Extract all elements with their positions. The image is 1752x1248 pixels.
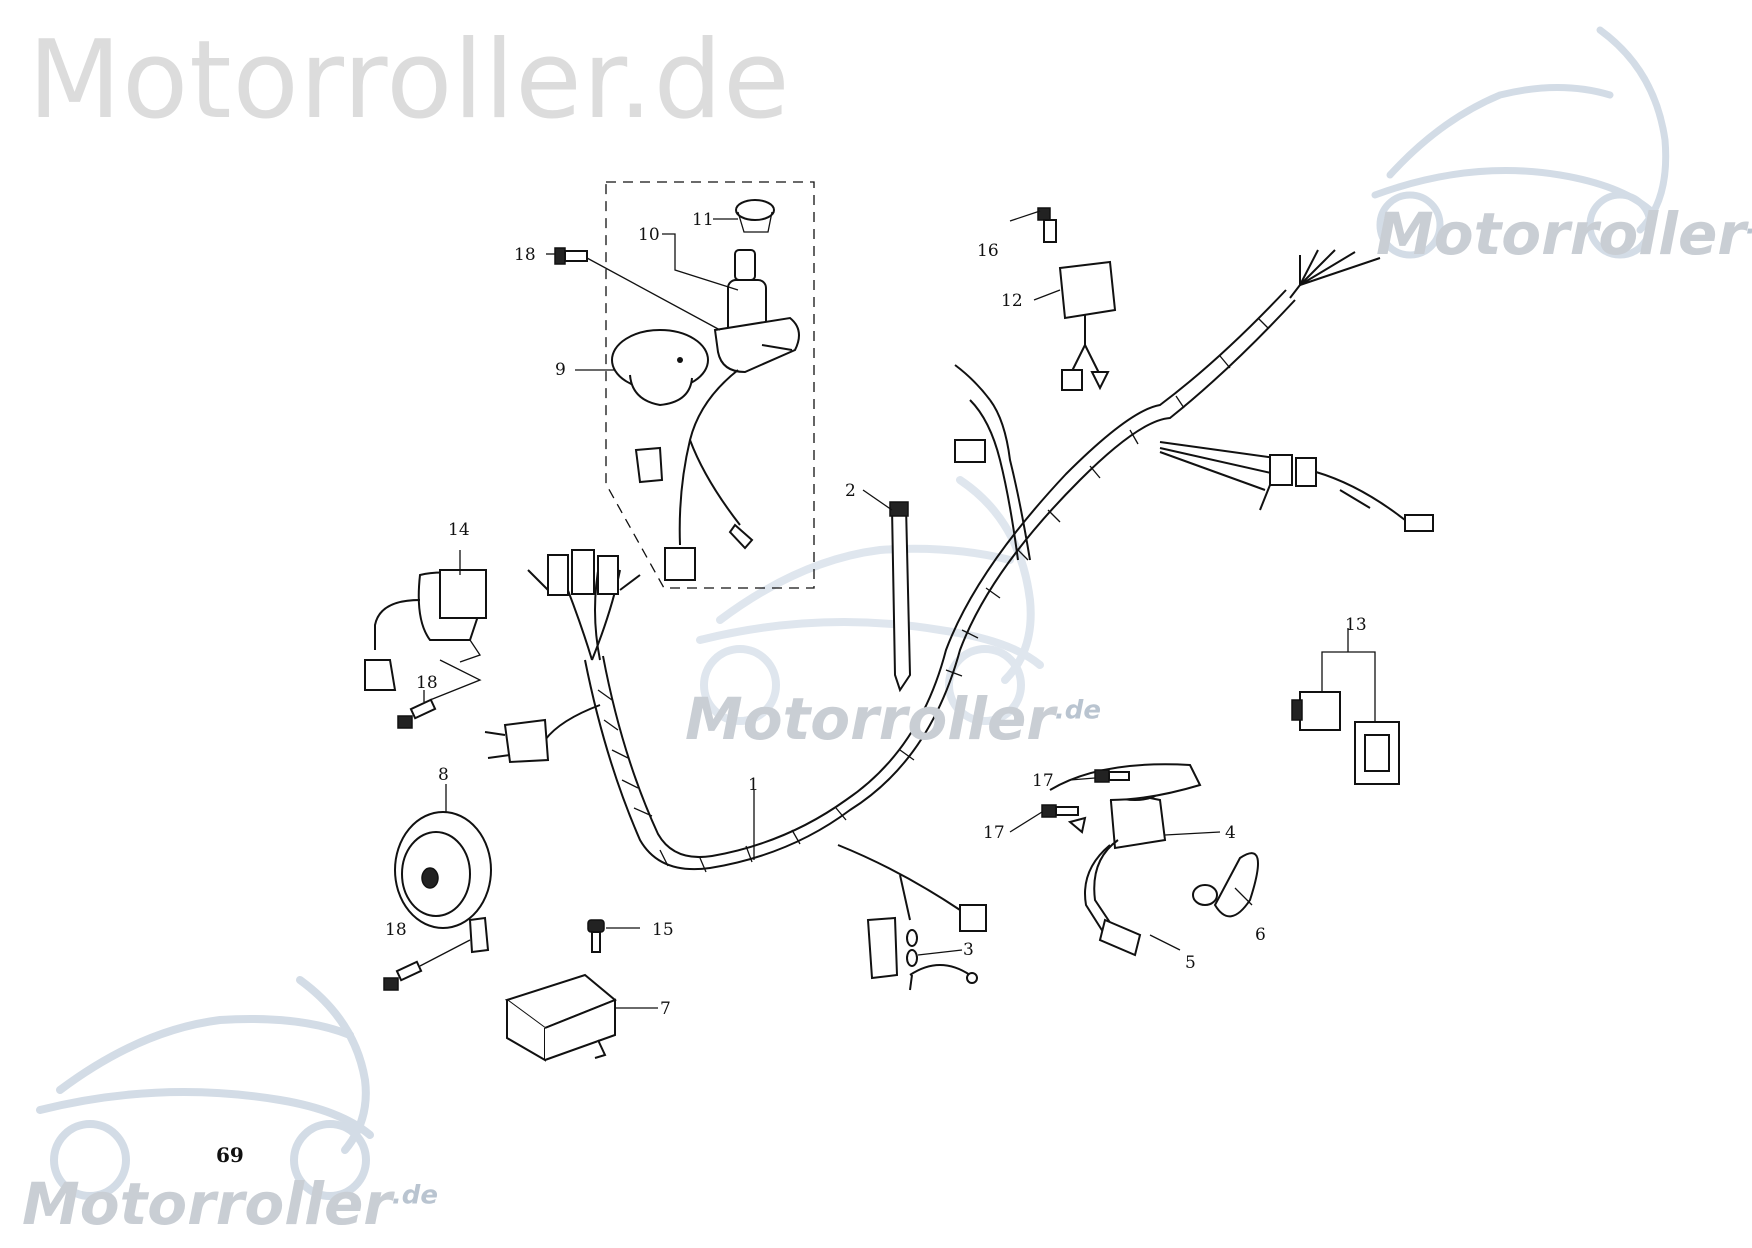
callout-15: 15 <box>652 920 674 940</box>
scooter-watermark-icon <box>696 476 1044 725</box>
watermark-small-top-right: Motorroller.de <box>1376 200 1752 268</box>
watermark-text: Motorroller <box>685 685 1055 753</box>
callout-18-left: 18 <box>416 673 438 693</box>
watermark-suffix: .de <box>1746 211 1752 241</box>
callout-12: 12 <box>1001 291 1023 311</box>
callout-10: 10 <box>638 225 660 245</box>
callout-16: 16 <box>977 241 999 261</box>
screw-icon <box>554 247 588 265</box>
watermark-large: Motorroller.de <box>28 18 791 143</box>
scooter-watermark-icon <box>1371 26 1670 259</box>
screw-icon <box>1094 769 1130 783</box>
callout-13: 13 <box>1345 615 1367 635</box>
callout-1: 1 <box>748 775 759 795</box>
callout-17-upper: 17 <box>1032 771 1054 791</box>
callout-17-lower: 17 <box>983 823 1005 843</box>
watermark-suffix: .de <box>391 1180 439 1211</box>
callout-18-ignition: 18 <box>514 245 536 265</box>
screw-icon <box>1041 804 1079 818</box>
screw-icon <box>397 698 437 729</box>
screw-icon <box>587 919 605 953</box>
callout-6: 6 <box>1255 925 1266 945</box>
callout-8: 8 <box>438 765 449 785</box>
watermark-text: Motorroller <box>22 1170 392 1238</box>
watermark-suffix: .de <box>1054 695 1102 726</box>
scooter-watermark-icon <box>36 976 374 1200</box>
callout-9: 9 <box>555 360 566 380</box>
callout-3: 3 <box>963 940 974 960</box>
callout-11: 11 <box>692 210 714 230</box>
callout-2: 2 <box>845 481 856 501</box>
watermark-text: Motorroller <box>1376 200 1746 268</box>
callout-5: 5 <box>1185 953 1196 973</box>
page-number: 69 <box>216 1143 244 1167</box>
callout-18-horn: 18 <box>385 920 407 940</box>
watermark-small-bottom-left: Motorroller.de <box>22 1170 438 1238</box>
callout-4: 4 <box>1225 823 1236 843</box>
callout-14: 14 <box>448 520 470 540</box>
watermark-small-center: Motorroller.de <box>685 685 1101 753</box>
callout-7: 7 <box>660 999 671 1019</box>
screw-icon <box>383 960 423 991</box>
